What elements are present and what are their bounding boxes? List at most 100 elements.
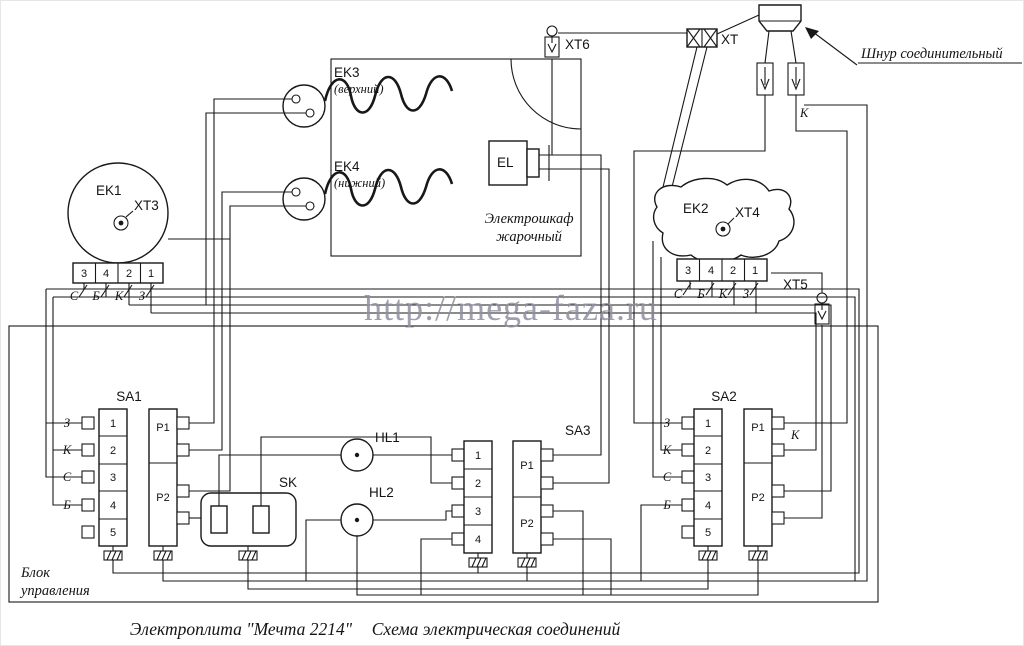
sa1-pin <box>176 511 190 525</box>
sa3-label: SA3 <box>565 423 591 438</box>
cord-label: Шнур соединительный <box>860 46 1003 62</box>
xt4-label: XT4 <box>735 205 760 220</box>
wire <box>218 454 341 506</box>
power-cord-assembly: Шнур соединительный К <box>756 4 1022 120</box>
wire-mark: С <box>674 287 683 301</box>
wire <box>189 205 283 492</box>
el-label: EL <box>497 155 514 170</box>
sa1-pin <box>81 470 95 484</box>
sa2-pin <box>681 416 695 430</box>
terminal-number: 4 <box>110 500 116 512</box>
ek3-plug <box>282 84 326 128</box>
sa2-pin <box>771 484 785 498</box>
hl2-lamp: HL2 <box>340 485 394 537</box>
ek3-note: (верхний) <box>334 82 384 96</box>
wire-mark: К <box>662 443 672 457</box>
terminal-number: 2 <box>705 445 711 457</box>
wire <box>45 289 82 478</box>
wire-mark: З <box>64 416 70 430</box>
cord-label-leader <box>808 28 858 66</box>
sa2-pin <box>681 525 695 539</box>
el-lamp: EL <box>488 140 561 186</box>
wire <box>189 98 283 424</box>
ek4-note: (нижний) <box>334 176 385 190</box>
wire-mark: С <box>70 289 79 303</box>
ek3-label: EK3 <box>334 65 360 80</box>
wire-mark: К <box>62 443 72 457</box>
cord-pin-symbol <box>787 62 805 96</box>
sa3-pin <box>451 532 465 546</box>
xt-contacts-icon <box>686 28 718 48</box>
sa1-pin <box>81 498 95 512</box>
terminal-number: 2 <box>730 265 736 277</box>
sa3-left-dividers <box>464 468 492 526</box>
ek3-heater: EK3 (верхний) <box>282 65 454 128</box>
wire <box>129 304 832 492</box>
ek2-body <box>652 177 795 264</box>
xt3-leader <box>125 210 134 218</box>
sa1-pin <box>176 484 190 498</box>
ek1-wire-mark-flags <box>78 284 155 298</box>
terminal-number: 2 <box>126 268 132 280</box>
sa1-pin <box>176 416 190 430</box>
mount-foot-icon <box>238 550 258 561</box>
oven-box-outline <box>330 58 582 257</box>
wire-mark: З <box>664 416 670 430</box>
wire-mark: К <box>114 289 124 303</box>
terminal-number: 5 <box>705 527 711 539</box>
hl1-dot <box>354 452 360 458</box>
sa2-pin <box>771 416 785 430</box>
wire <box>771 272 823 293</box>
wire <box>640 504 682 581</box>
sa1-switch: SA1 З К С Б 1 2 3 4 5 Р1 Р2 <box>62 389 190 561</box>
sa3-foot-stems <box>477 553 528 558</box>
wire <box>652 241 682 478</box>
cord-wire-mark-k: К <box>799 106 809 120</box>
ek1-label: EK1 <box>96 183 122 198</box>
el-body <box>488 140 528 186</box>
wire <box>539 168 610 484</box>
xt4-leader <box>727 217 735 225</box>
wire <box>189 191 283 451</box>
oven-label-line1: Электрошкаф <box>485 211 574 227</box>
xt6-label: XT6 <box>565 37 590 52</box>
control-block-outline <box>8 325 879 603</box>
ek1-terminal-dividers <box>94 263 142 283</box>
hl1-label: HL1 <box>375 430 400 445</box>
wire-mark: С <box>663 470 672 484</box>
sa2-pin <box>681 498 695 512</box>
oven-door-arc <box>510 58 582 130</box>
ek1-body <box>67 162 169 264</box>
sa1-pin <box>176 443 190 457</box>
ek3-plug-leads <box>283 98 306 114</box>
terminal-number: 3 <box>81 268 87 280</box>
wire-mark: К <box>718 287 728 301</box>
wire <box>662 46 698 188</box>
sa1-label: SA1 <box>116 389 142 404</box>
sa1-pin <box>81 416 95 430</box>
leader-arrowhead-icon <box>805 27 819 39</box>
terminal-number: 4 <box>705 500 711 512</box>
wiring <box>45 14 868 596</box>
sa3-switch: SA3 1 2 3 4 Р1 Р2 <box>451 423 591 568</box>
sk-label: SK <box>279 475 297 490</box>
wire <box>764 30 770 64</box>
ek2-wire-mark-flags <box>682 282 759 296</box>
group-label: Р1 <box>156 422 169 434</box>
sa2-right-rail <box>743 408 773 547</box>
xt3-contact-dot <box>118 220 124 226</box>
xt5-label: XT5 <box>783 277 808 292</box>
terminal-number: 1 <box>475 450 481 462</box>
xt-label: XT <box>721 32 738 47</box>
sa2-switch: SA2 З К С Б 1 2 3 4 5 Р1 Р2 К <box>662 389 800 561</box>
ek4-label: EK4 <box>334 159 360 174</box>
sk-contact <box>252 505 270 534</box>
el-contacts <box>539 145 561 181</box>
control-block-label-line2: управления <box>19 583 90 599</box>
sa3-pin <box>540 476 554 490</box>
wire-mark: Б <box>91 289 100 303</box>
sa2-pin <box>681 443 695 457</box>
sa2-pin <box>771 443 785 457</box>
